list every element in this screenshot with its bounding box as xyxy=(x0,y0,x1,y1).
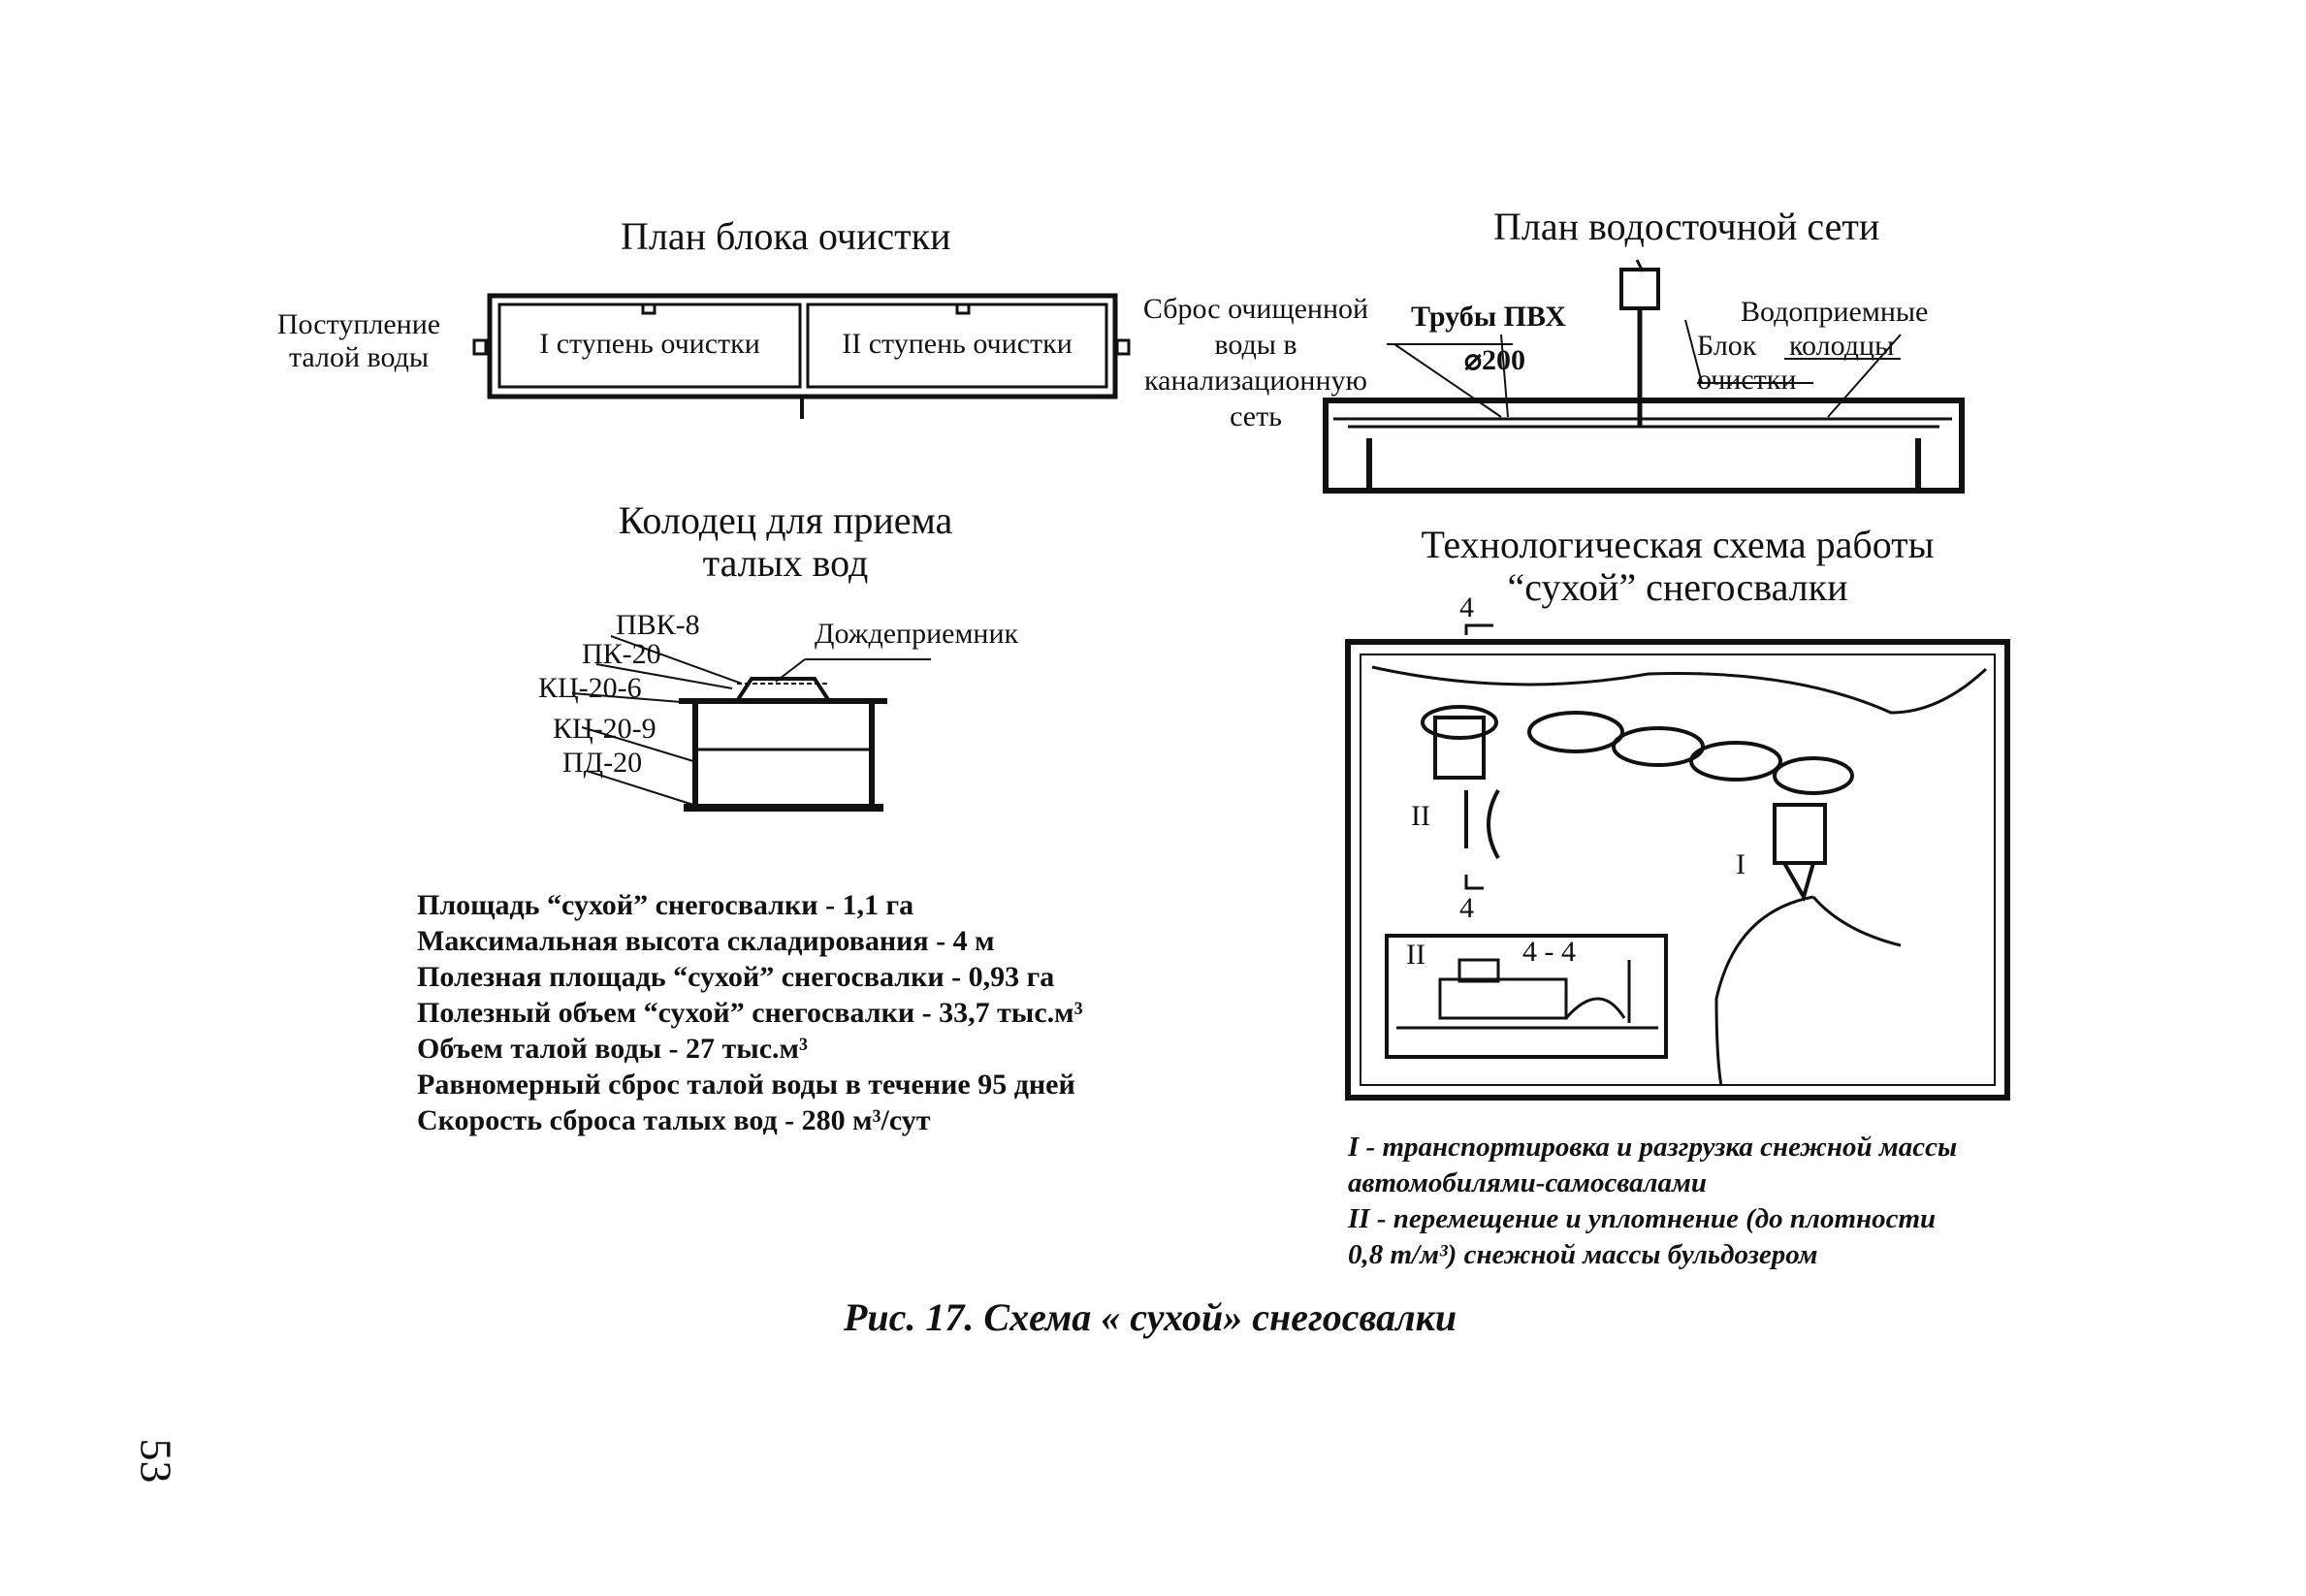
inflow-label: Поступление талой воды xyxy=(262,308,456,374)
legend-line-4: 0,8 т/м³) снежной массы бульдозером xyxy=(1348,1239,1818,1270)
roman-2-label: II xyxy=(1411,800,1430,832)
section-inset-label: 4 - 4 xyxy=(1522,936,1576,968)
rain-inlet-label: Дождеприемник xyxy=(815,618,1019,650)
spec-area: Площадь “сухой” снегосвалки - 1,1 га xyxy=(417,889,914,921)
receivers-label: Водоприемные xyxy=(1741,296,1929,328)
section-mark-bottom: 4 xyxy=(1459,892,1474,924)
well-title-line1: Колодец для приема xyxy=(618,498,953,542)
discharge-line-4: сеть xyxy=(1230,400,1282,432)
inflow-label-line2: талой воды xyxy=(288,341,430,373)
well-title: Колодец для приема талых вод xyxy=(543,499,1028,585)
tech-scheme-title-line1: Технологическая схема работы xyxy=(1421,523,1935,566)
part-pd20: ПД-20 xyxy=(562,747,643,779)
spec-useful-area: Полезная площадь “сухой” снегосвалки - 0… xyxy=(417,961,1055,993)
specs-list: Площадь “сухой” снегосвалки - 1,1 га Мак… xyxy=(417,887,1083,1138)
discharge-line-2: воды в xyxy=(1214,329,1297,361)
spec-max-height: Максимальная высота складирования - 4 м xyxy=(417,925,995,957)
figure-caption: Рис. 17. Схема « сухой» снегосвалки xyxy=(844,1295,1457,1339)
stage-2-label: II ступень очистки xyxy=(842,328,1073,360)
drain-network-drawing xyxy=(1323,259,1965,494)
drain-plan-title: План водосточной сети xyxy=(1493,205,1880,248)
discharge-label: Сброс очищенной воды в канализационную с… xyxy=(1125,291,1387,434)
part-kc20-9: КЦ-20-9 xyxy=(553,713,657,745)
block-label-line1: Блок xyxy=(1697,330,1757,362)
part-pk20: ПК-20 xyxy=(582,638,661,670)
tech-scheme-title: Технологическая схема работы “сухой” сне… xyxy=(1338,524,2017,609)
spec-discharge-rate: Скорость сброса талых вод - 280 м³/сут xyxy=(417,1104,931,1136)
discharge-line-1: Сброс очищенной xyxy=(1142,293,1369,325)
spec-useful-volume: Полезный объем “сухой” снегосвалки - 33,… xyxy=(417,997,1083,1029)
part-pvk8: ПВК-8 xyxy=(616,609,700,641)
spec-discharge-period: Равномерный сброс талой воды в течение 9… xyxy=(417,1069,1075,1101)
section-inset-roman-2: II xyxy=(1406,939,1425,971)
page-number: 53 xyxy=(131,1438,181,1484)
pipes-label: Трубы ПВХ xyxy=(1411,301,1566,333)
section-mark-top: 4 xyxy=(1459,591,1474,623)
treatment-plan-title: План блока очистки xyxy=(621,214,951,258)
tech-scheme-drawing xyxy=(1345,623,2010,1101)
pipe-diameter-label: ⌀200 xyxy=(1464,344,1526,376)
inflow-label-line1: Поступление xyxy=(276,308,441,340)
block-label-line2: очистки xyxy=(1697,364,1797,396)
scheme-legend: I - транспортировка и разгрузка снежной … xyxy=(1348,1130,1957,1273)
roman-1-label: I xyxy=(1736,848,1746,880)
legend-line-2: автомобилями-самосвалами xyxy=(1348,1167,1707,1198)
discharge-line-3: канализационную xyxy=(1144,365,1367,397)
part-kc20-6: КЦ-20-6 xyxy=(538,672,642,704)
well-drawing xyxy=(571,635,931,812)
well-title-line2: талых вод xyxy=(702,541,869,585)
stage-1-label: I ступень очистки xyxy=(539,328,760,360)
legend-line-1: I - транспортировка и разгрузка снежной … xyxy=(1348,1132,1958,1163)
tech-scheme-title-line2: “сухой” снегосвалки xyxy=(1507,565,1848,609)
wells-label: колодцы xyxy=(1789,330,1895,362)
legend-line-3: II - перемещение и уплотнение (до плотно… xyxy=(1348,1203,1937,1234)
treatment-block-drawing xyxy=(472,293,1131,419)
spec-meltwater-volume: Объем талой воды - 27 тыс.м³ xyxy=(417,1033,808,1065)
